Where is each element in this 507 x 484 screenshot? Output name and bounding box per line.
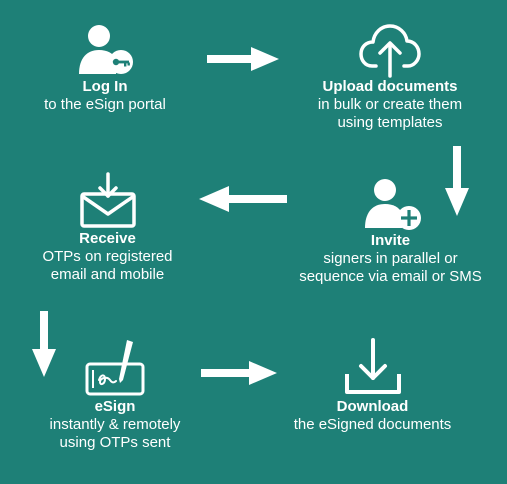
- step-upload-documents: Upload documents in bulk or create them …: [290, 20, 490, 132]
- step-desc-line: using templates: [337, 114, 443, 131]
- arrow-left-icon: [199, 186, 287, 212]
- step-title: eSign: [94, 398, 136, 415]
- step-desc-line: email and mobile: [50, 266, 165, 283]
- step-desc-line: to the eSign portal: [44, 96, 166, 113]
- download-icon: [344, 338, 401, 394]
- step-desc-line: instantly & remotely: [49, 416, 181, 433]
- arrow-right-icon: [201, 361, 277, 385]
- step-desc-line: sequence via email or SMS: [299, 268, 482, 285]
- cloud-upload-icon: [359, 24, 421, 78]
- step-title: Upload documents: [322, 78, 458, 95]
- step-desc-line: signers in parallel or: [323, 250, 458, 267]
- user-key-icon: [79, 25, 133, 74]
- arrow-down-icon: [445, 146, 469, 216]
- step-invite: Invite signers in parallel or sequence v…: [278, 176, 503, 286]
- step-desc-line: in bulk or create them: [317, 96, 463, 113]
- step-receive: Receive OTPs on registered email and mob…: [15, 172, 200, 284]
- step-title: Log In: [82, 78, 128, 95]
- step-download: Download the eSigned documents: [270, 336, 475, 434]
- step-desc-line: OTPs on registered: [42, 248, 173, 265]
- step-title: Receive: [79, 230, 136, 247]
- step-desc-line: the eSigned documents: [293, 416, 452, 433]
- arrow-down-icon: [32, 311, 56, 377]
- mail-download-icon: [79, 172, 136, 228]
- arrow-right-icon: [207, 47, 279, 71]
- step-desc-line: using OTPs sent: [59, 434, 171, 451]
- step-esign: eSign instantly & remotely using OTPs se…: [20, 336, 210, 452]
- step-title: Invite: [370, 232, 411, 249]
- step-log-in: Log In to the eSign portal: [10, 22, 200, 114]
- user-add-icon: [364, 179, 421, 230]
- tablet-pen-icon: [85, 340, 145, 396]
- step-title: Download: [336, 398, 409, 415]
